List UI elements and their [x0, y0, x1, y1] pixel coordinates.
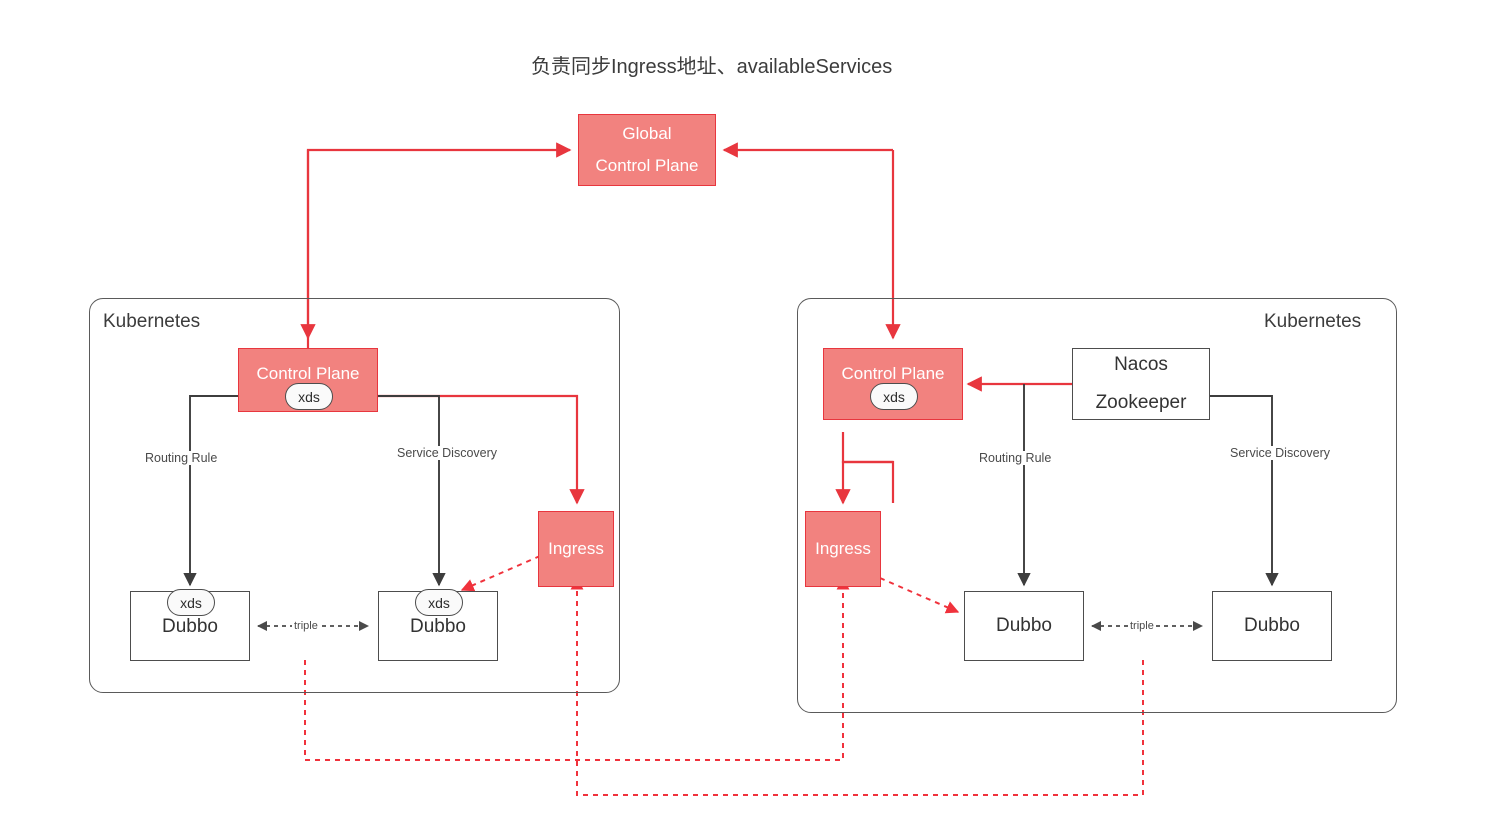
registry-line1: Nacos — [1114, 354, 1168, 375]
left-routing-rule-label: Routing Rule — [143, 451, 220, 465]
right-control-plane-xds-badge: xds — [870, 383, 918, 410]
cluster-left — [89, 298, 620, 693]
registry-box[interactable]: Nacos Zookeeper — [1072, 348, 1210, 420]
right-ingress-box[interactable]: Ingress — [805, 511, 881, 587]
wire-cross-left-to-right-ingress — [304, 576, 850, 761]
left-triple-label: triple — [292, 620, 320, 632]
left-ingress-label: Ingress — [548, 538, 604, 558]
left-dubbo-2-label: Dubbo — [410, 616, 466, 637]
left-control-plane-label: Control Plane — [256, 364, 360, 383]
right-dubbo-2-label: Dubbo — [1244, 615, 1300, 636]
registry-line2: Zookeeper — [1095, 392, 1187, 413]
right-control-plane-label: Control Plane — [841, 364, 945, 383]
cluster-left-label: Kubernetes — [103, 311, 201, 332]
wire-right-cp-to-ingress — [835, 460, 893, 505]
left-service-discovery-label: Service Discovery — [395, 446, 500, 460]
right-triple-label: triple — [1128, 620, 1156, 632]
right-dubbo-1-label: Dubbo — [996, 615, 1052, 636]
right-dubbo-2-box[interactable]: Dubbo — [1212, 591, 1332, 661]
left-dubbo-1-label: Dubbo — [162, 616, 218, 637]
cluster-right-label: Kubernetes — [1264, 311, 1362, 332]
global-control-plane-box[interactable]: Global Control Plane — [578, 114, 716, 186]
left-control-plane-xds-badge: xds — [285, 383, 333, 410]
right-ingress-label: Ingress — [815, 538, 871, 558]
right-service-discovery-label: Service Discovery — [1228, 446, 1333, 460]
cluster-right — [797, 298, 1397, 713]
global-control-plane-line2: Control Plane — [595, 156, 699, 175]
wire-left-ingress-to-dubbo — [460, 555, 541, 592]
diagram-title: 负责同步Ingress地址、availableServices — [531, 56, 893, 78]
global-control-plane-line1: Global — [622, 123, 672, 143]
right-dubbo-1-box[interactable]: Dubbo — [964, 591, 1084, 661]
left-dubbo-2-xds-badge: xds — [415, 589, 463, 616]
wire-right-service-discovery — [1210, 395, 1279, 587]
wire-right-ingress-to-dubbo — [879, 577, 960, 614]
left-dubbo-1-xds-badge: xds — [167, 589, 215, 616]
right-routing-rule-label: Routing Rule — [977, 451, 1054, 465]
left-ingress-box[interactable]: Ingress — [538, 511, 614, 587]
